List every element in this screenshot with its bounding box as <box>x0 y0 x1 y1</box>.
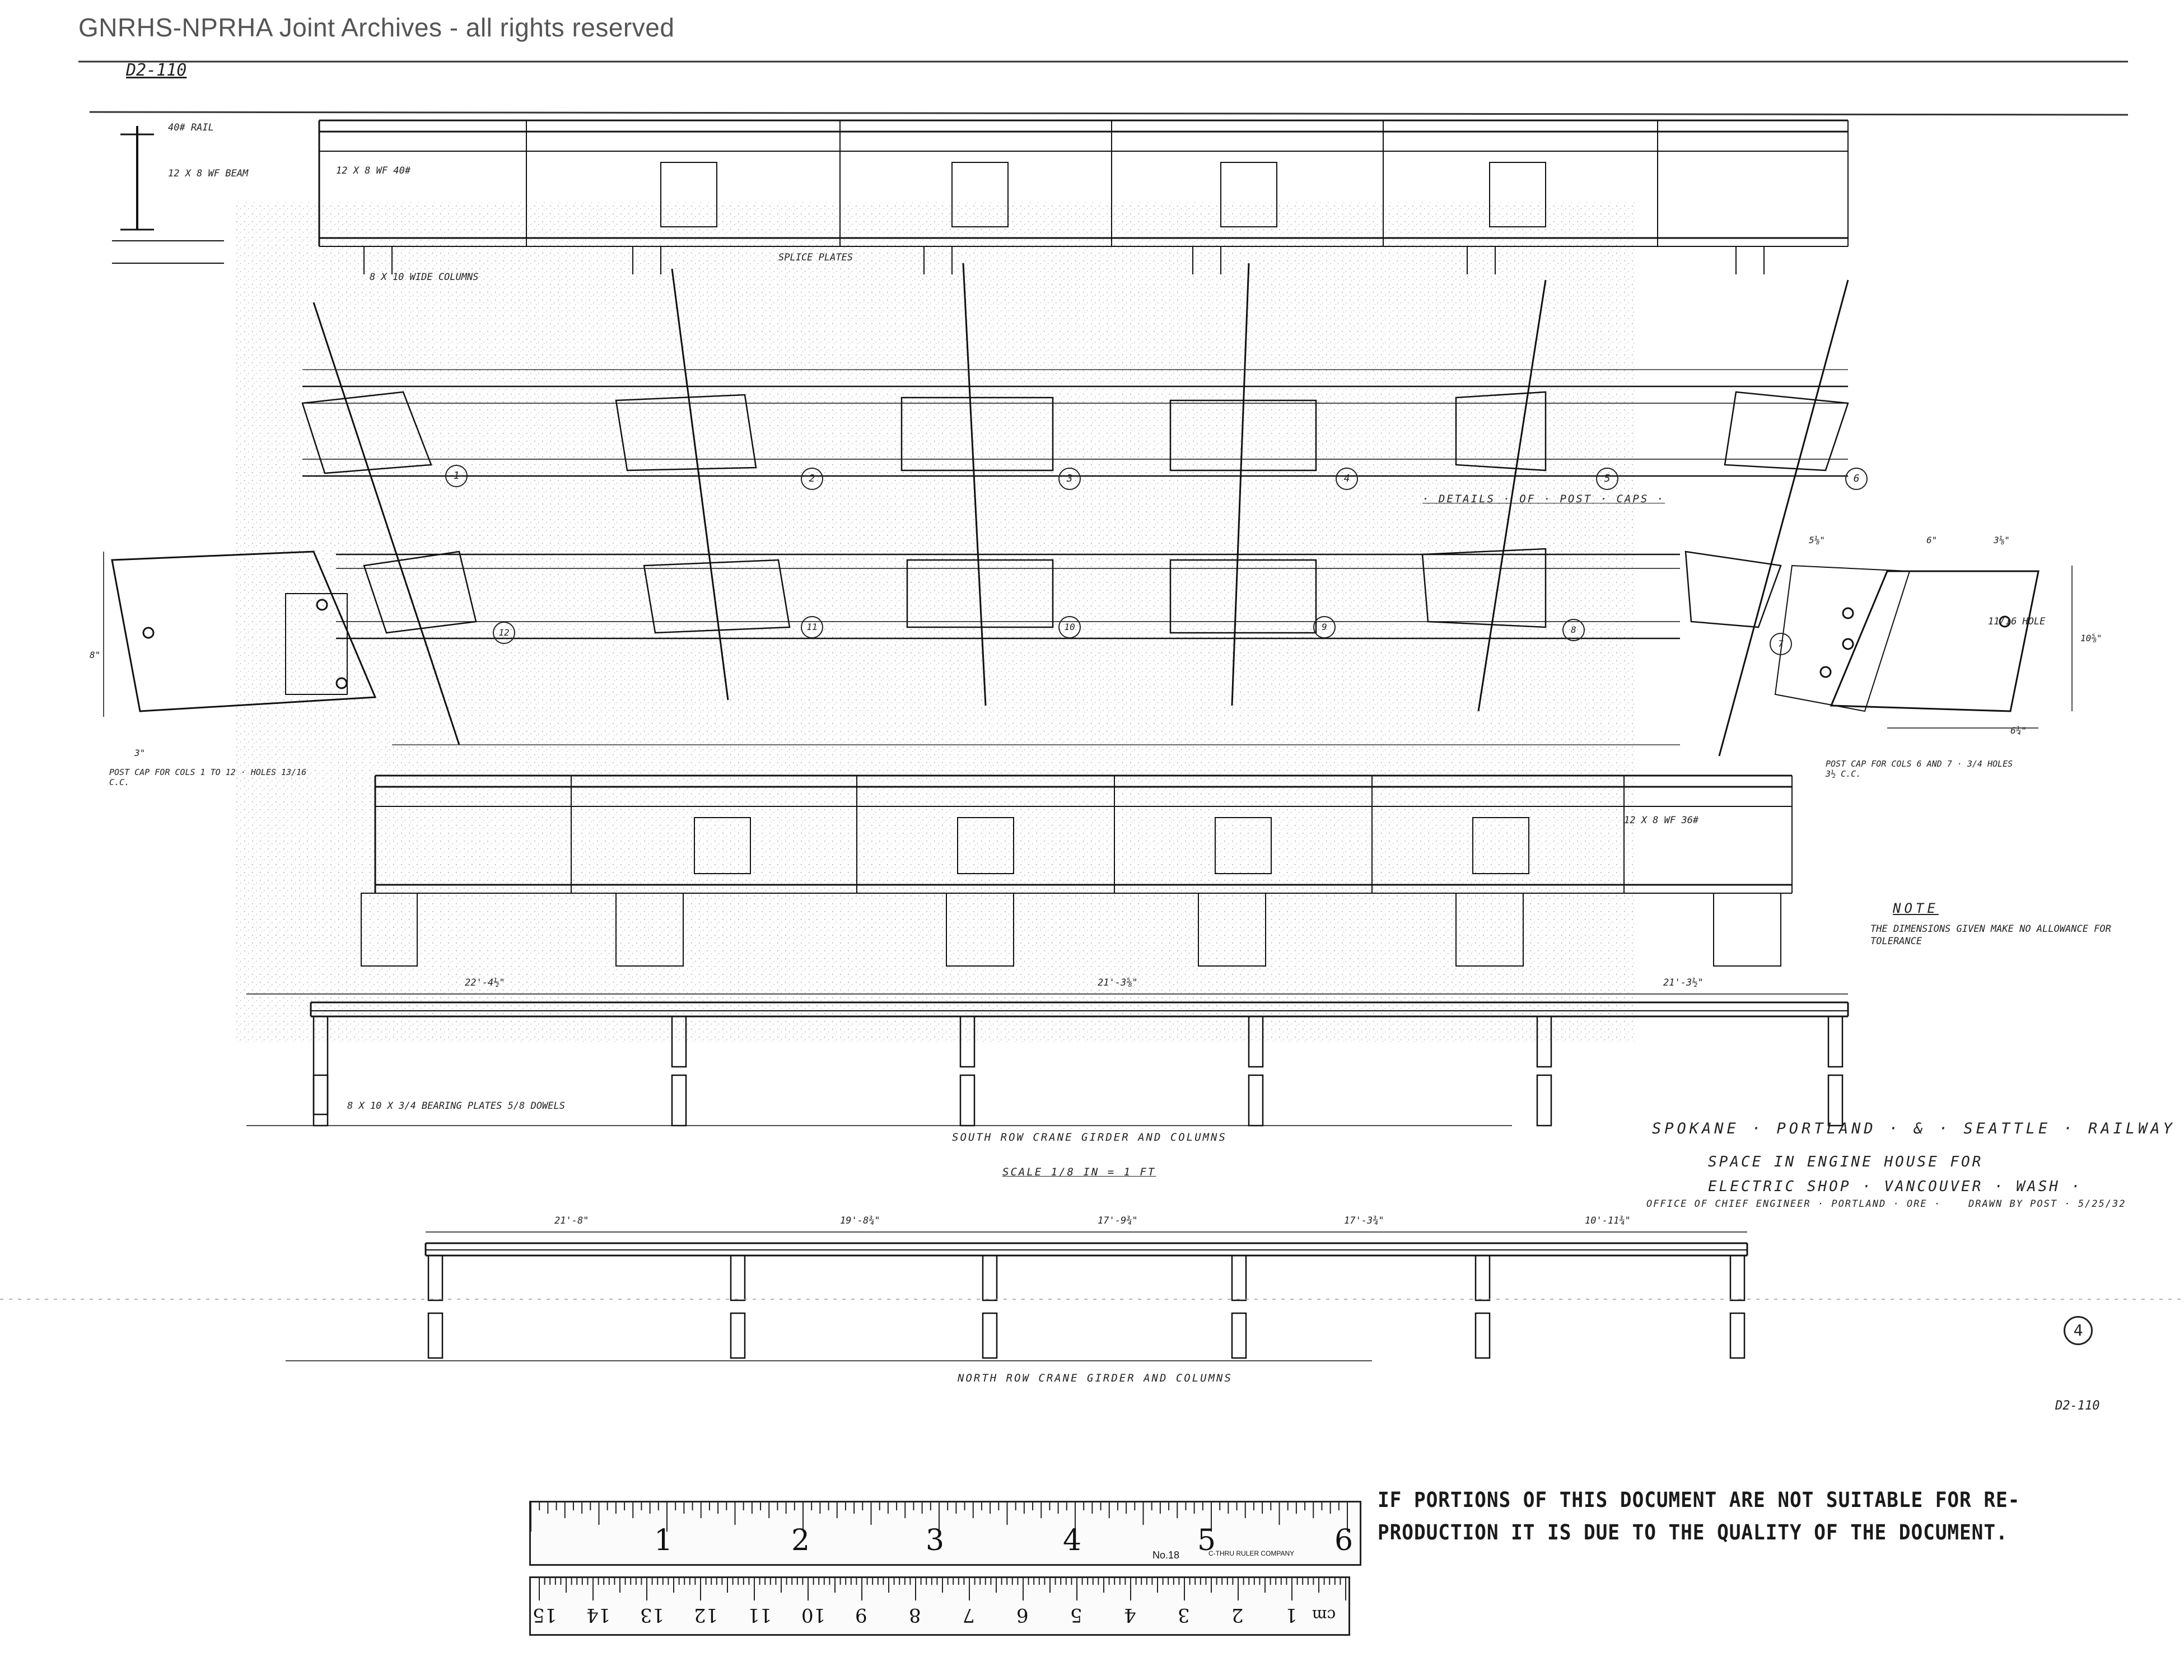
cm-num-7: 7 <box>963 1604 975 1626</box>
scale-label: SCALE 1/8 IN = 1 FT <box>1002 1166 1156 1178</box>
cm-ruler-ticks <box>539 1578 1346 1600</box>
post-cap-note-right: POST CAP FOR COLS 6 AND 7 · 3/4 HOLES 3½… <box>1826 759 2013 779</box>
drawn-by-text: DRAWN BY POST · 5/25/32 <box>1968 1198 2126 1210</box>
inch-num-5: 5 <box>1197 1524 1216 1557</box>
corner-mark: D2-110 <box>126 60 187 80</box>
sheet-number: 4 <box>2064 1316 2093 1345</box>
south-row-girder-columns <box>246 993 1849 1127</box>
inch-num-1: 1 <box>654 1524 673 1557</box>
note-heading: NOTE <box>1893 900 1939 916</box>
dim-south-3: 21'-3½" <box>1663 977 1704 988</box>
cm-num-6: 6 <box>1016 1604 1029 1626</box>
inch-ruler-ticks <box>531 1502 1348 1532</box>
cm-num-11: 11 <box>748 1604 772 1626</box>
south-row-title: SOUTH ROW CRANE GIRDER AND COLUMNS <box>952 1131 1227 1144</box>
column-number-8: 8 <box>1562 619 1585 641</box>
post-cap-note-left: POST CAP FOR COLS 1 TO 12 · HOLES 13/16 … <box>109 767 307 787</box>
column-number-12: 12 <box>493 622 515 644</box>
middle-crane-girder <box>361 774 1793 967</box>
column-number-9: 9 <box>1313 616 1336 638</box>
inch-ruler: 1 2 3 4 5 6 No.18 C-THRU RULER COMPANY <box>529 1501 1361 1566</box>
dim-north-5: 10'-11¾" <box>1585 1215 1631 1226</box>
label-splice: SPLICE PLATES <box>778 252 853 263</box>
dim-post-cap-1: 5⅛" <box>1809 535 1825 545</box>
office-text: OFFICE OF CHIEF ENGINEER · PORTLAND · OR… <box>1646 1198 1942 1210</box>
column-number-1: 1 <box>445 465 468 487</box>
column-number-3: 3 <box>1058 468 1081 490</box>
label-beam-top: 12 x 8 WF BEAM <box>168 168 249 179</box>
cm-num-9: 9 <box>855 1604 867 1626</box>
north-row-title: NORTH ROW CRANE GIRDER AND COLUMNS <box>958 1372 1233 1384</box>
title-line3: ELECTRIC SHOP · VANCOUVER · WASH · <box>1708 1178 2083 1195</box>
drawing-number: D2-110 <box>2055 1399 2100 1413</box>
column-number-6: 6 <box>1845 468 1868 490</box>
dim-north-3: 17'-9¾" <box>1098 1215 1138 1226</box>
diagonal-braces <box>312 263 1849 757</box>
disclaimer-line-1: IF PORTIONS OF THIS DOCUMENT ARE NOT SUI… <box>1378 1488 2020 1512</box>
cm-num-12: 12 <box>694 1604 718 1626</box>
inch-num-2: 2 <box>791 1524 810 1557</box>
cm-num-3: 3 <box>1178 1604 1190 1626</box>
cm-num-8: 8 <box>909 1604 921 1626</box>
title-railway: SPOKANE · PORTLAND · & · SEATTLE · RAILW… <box>1652 1120 2184 1137</box>
cm-num-1: 1 <box>1285 1604 1298 1626</box>
dim-post-cap-3: 3⅛" <box>1994 535 2010 545</box>
post-cap-detail-left <box>103 550 377 717</box>
post-cap-row-b <box>336 548 1782 640</box>
cm-num-14: 14 <box>586 1604 611 1626</box>
column-number-7: 7 <box>1770 633 1792 655</box>
inch-num-4: 4 <box>1063 1524 1082 1557</box>
north-row-girder-columns <box>286 1231 1748 1361</box>
top-crane-girder <box>112 119 1849 274</box>
cm-unit-label: cm <box>1312 1606 1336 1625</box>
dim-post-cap-6: 3" <box>134 748 146 758</box>
dim-post-cap-7: 6¾" <box>2010 725 2027 736</box>
dim-post-cap-2: 6" <box>1926 535 1938 545</box>
column-number-2: 2 <box>801 468 823 490</box>
title-line2: SPACE IN ENGINE HOUSE FOR <box>1708 1154 1984 1170</box>
archive-watermark: GNRHS-NPRHA Joint Archives - all rights … <box>78 13 675 42</box>
dim-post-cap-4: 10⅝" <box>2080 633 2102 643</box>
post-cap-row-a <box>301 385 1849 477</box>
sheet-border-lines <box>78 60 2129 116</box>
post-cap-detail-right <box>1774 564 2073 729</box>
cm-num-15: 15 <box>533 1604 557 1626</box>
label-hole: 11/16 HOLE <box>1988 616 2046 627</box>
cm-num-10: 10 <box>801 1604 826 1626</box>
ruler-brand: C-THRU RULER COMPANY <box>1208 1550 1295 1557</box>
reproduction-disclaimer: IF PORTIONS OF THIS DOCUMENT ARE NOT SUI… <box>1378 1484 2020 1549</box>
column-number-4: 4 <box>1336 468 1358 490</box>
dim-post-cap-5: 8" <box>90 650 101 660</box>
dim-north-2: 19'-8¾" <box>840 1215 880 1226</box>
label-beam-mid: 12 x 8 WF 36# <box>1624 815 1699 826</box>
cm-num-5: 5 <box>1070 1604 1082 1626</box>
dimension-lines <box>302 369 1848 745</box>
column-number-11: 11 <box>801 616 823 638</box>
post-caps-title: · DETAILS · OF · POST · CAPS · <box>1422 493 1665 505</box>
cm-num-2: 2 <box>1231 1604 1244 1626</box>
cm-num-13: 13 <box>640 1604 665 1626</box>
ruler-model: No.18 <box>1152 1550 1180 1561</box>
column-number-10: 10 <box>1058 616 1081 638</box>
title-office: OFFICE OF CHIEF ENGINEER · PORTLAND · OR… <box>1646 1198 2126 1210</box>
dim-south-2: 21'-3⅝" <box>1098 977 1138 988</box>
disclaimer-line-2: PRODUCTION IT IS DUE TO THE QUALITY OF T… <box>1378 1520 2008 1544</box>
label-rail: 40# RAIL <box>168 122 214 133</box>
label-columns-top: 8 x 10 WIDE COLUMNS <box>370 272 479 283</box>
label-bearing: 8 x 10 x 3/4 BEARING PLATES 5/8 DOWELS <box>347 1100 565 1112</box>
column-number-5: 5 <box>1596 468 1618 490</box>
dim-north-4: 17'-3¾" <box>1344 1215 1384 1226</box>
dim-south-1: 22'-4½" <box>465 977 505 988</box>
dim-north-1: 21'-8" <box>554 1215 589 1226</box>
inch-num-6: 6 <box>1334 1524 1354 1557</box>
inch-num-3: 3 <box>926 1524 945 1557</box>
note-text: THE DIMENSIONS GIVEN MAKE NO ALLOWANCE F… <box>1870 923 2111 947</box>
label-beam-row: 12 x 8 WF 40# <box>336 165 411 176</box>
cm-num-4: 4 <box>1124 1604 1136 1626</box>
